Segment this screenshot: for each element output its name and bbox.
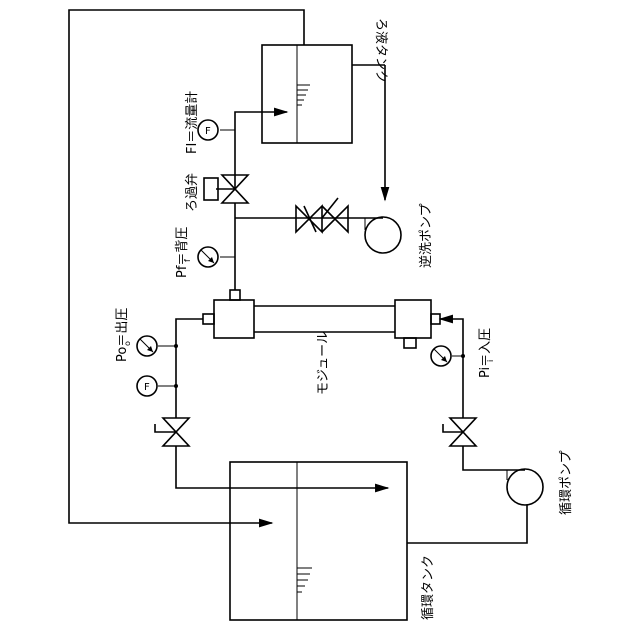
back-pressure-subscript: f [183, 259, 192, 262]
module-outlet-line [176, 319, 203, 418]
backwash-pump [365, 217, 401, 253]
circulation-tank [230, 462, 407, 620]
backwash-check-valve [296, 198, 348, 232]
circulation-discharge-line [463, 446, 507, 470]
filtration-valve-label: ろ過弁 [185, 173, 200, 212]
module-inlet-line [440, 319, 463, 418]
back-pressure-label: Pf＝背圧 [175, 227, 190, 278]
inlet-pressure-gauge [431, 346, 463, 366]
inlet-pressure-subscript: i [486, 360, 495, 362]
inlet-pressure-label: Pi＝入圧 [478, 328, 493, 378]
filtrate-tank-liquid-level [297, 85, 310, 105]
module-label: モジュール [316, 331, 331, 395]
inlet-valve [443, 418, 476, 446]
outlet-pressure-subscript: o [123, 341, 132, 346]
outlet-flow-gauge: F [137, 376, 176, 396]
flowmeter-label: FI＝流量計 [184, 91, 200, 154]
filtrate-inlet-line [235, 112, 287, 188]
outlet-pressure-gauge [137, 336, 176, 356]
outlet-gauge-letter: F [144, 382, 150, 393]
circulation-tank-liquid-level [297, 568, 312, 592]
circulation-pump [507, 469, 543, 505]
filtrate-tank [262, 45, 352, 143]
backwash-pump-label: 逆洗ポンプ [418, 203, 434, 268]
flowmeter-gauge: F [198, 120, 235, 140]
filtrate-tank-label: ろ液タンク [373, 18, 388, 83]
circulation-suction-line [407, 505, 527, 543]
flow-gauge-letter: F [205, 126, 211, 137]
filtration-valve [204, 175, 248, 203]
circulation-tank-label: 循環タンク [421, 555, 436, 620]
circulation-pump-label: 循環ポンプ [559, 450, 574, 515]
backwash-suction-line [352, 65, 385, 200]
outlet-valve [155, 418, 189, 446]
back-pressure-gauge [198, 247, 235, 267]
outlet-pressure-label: Po＝出圧 [115, 308, 130, 362]
concentrate-return-line [176, 446, 388, 488]
